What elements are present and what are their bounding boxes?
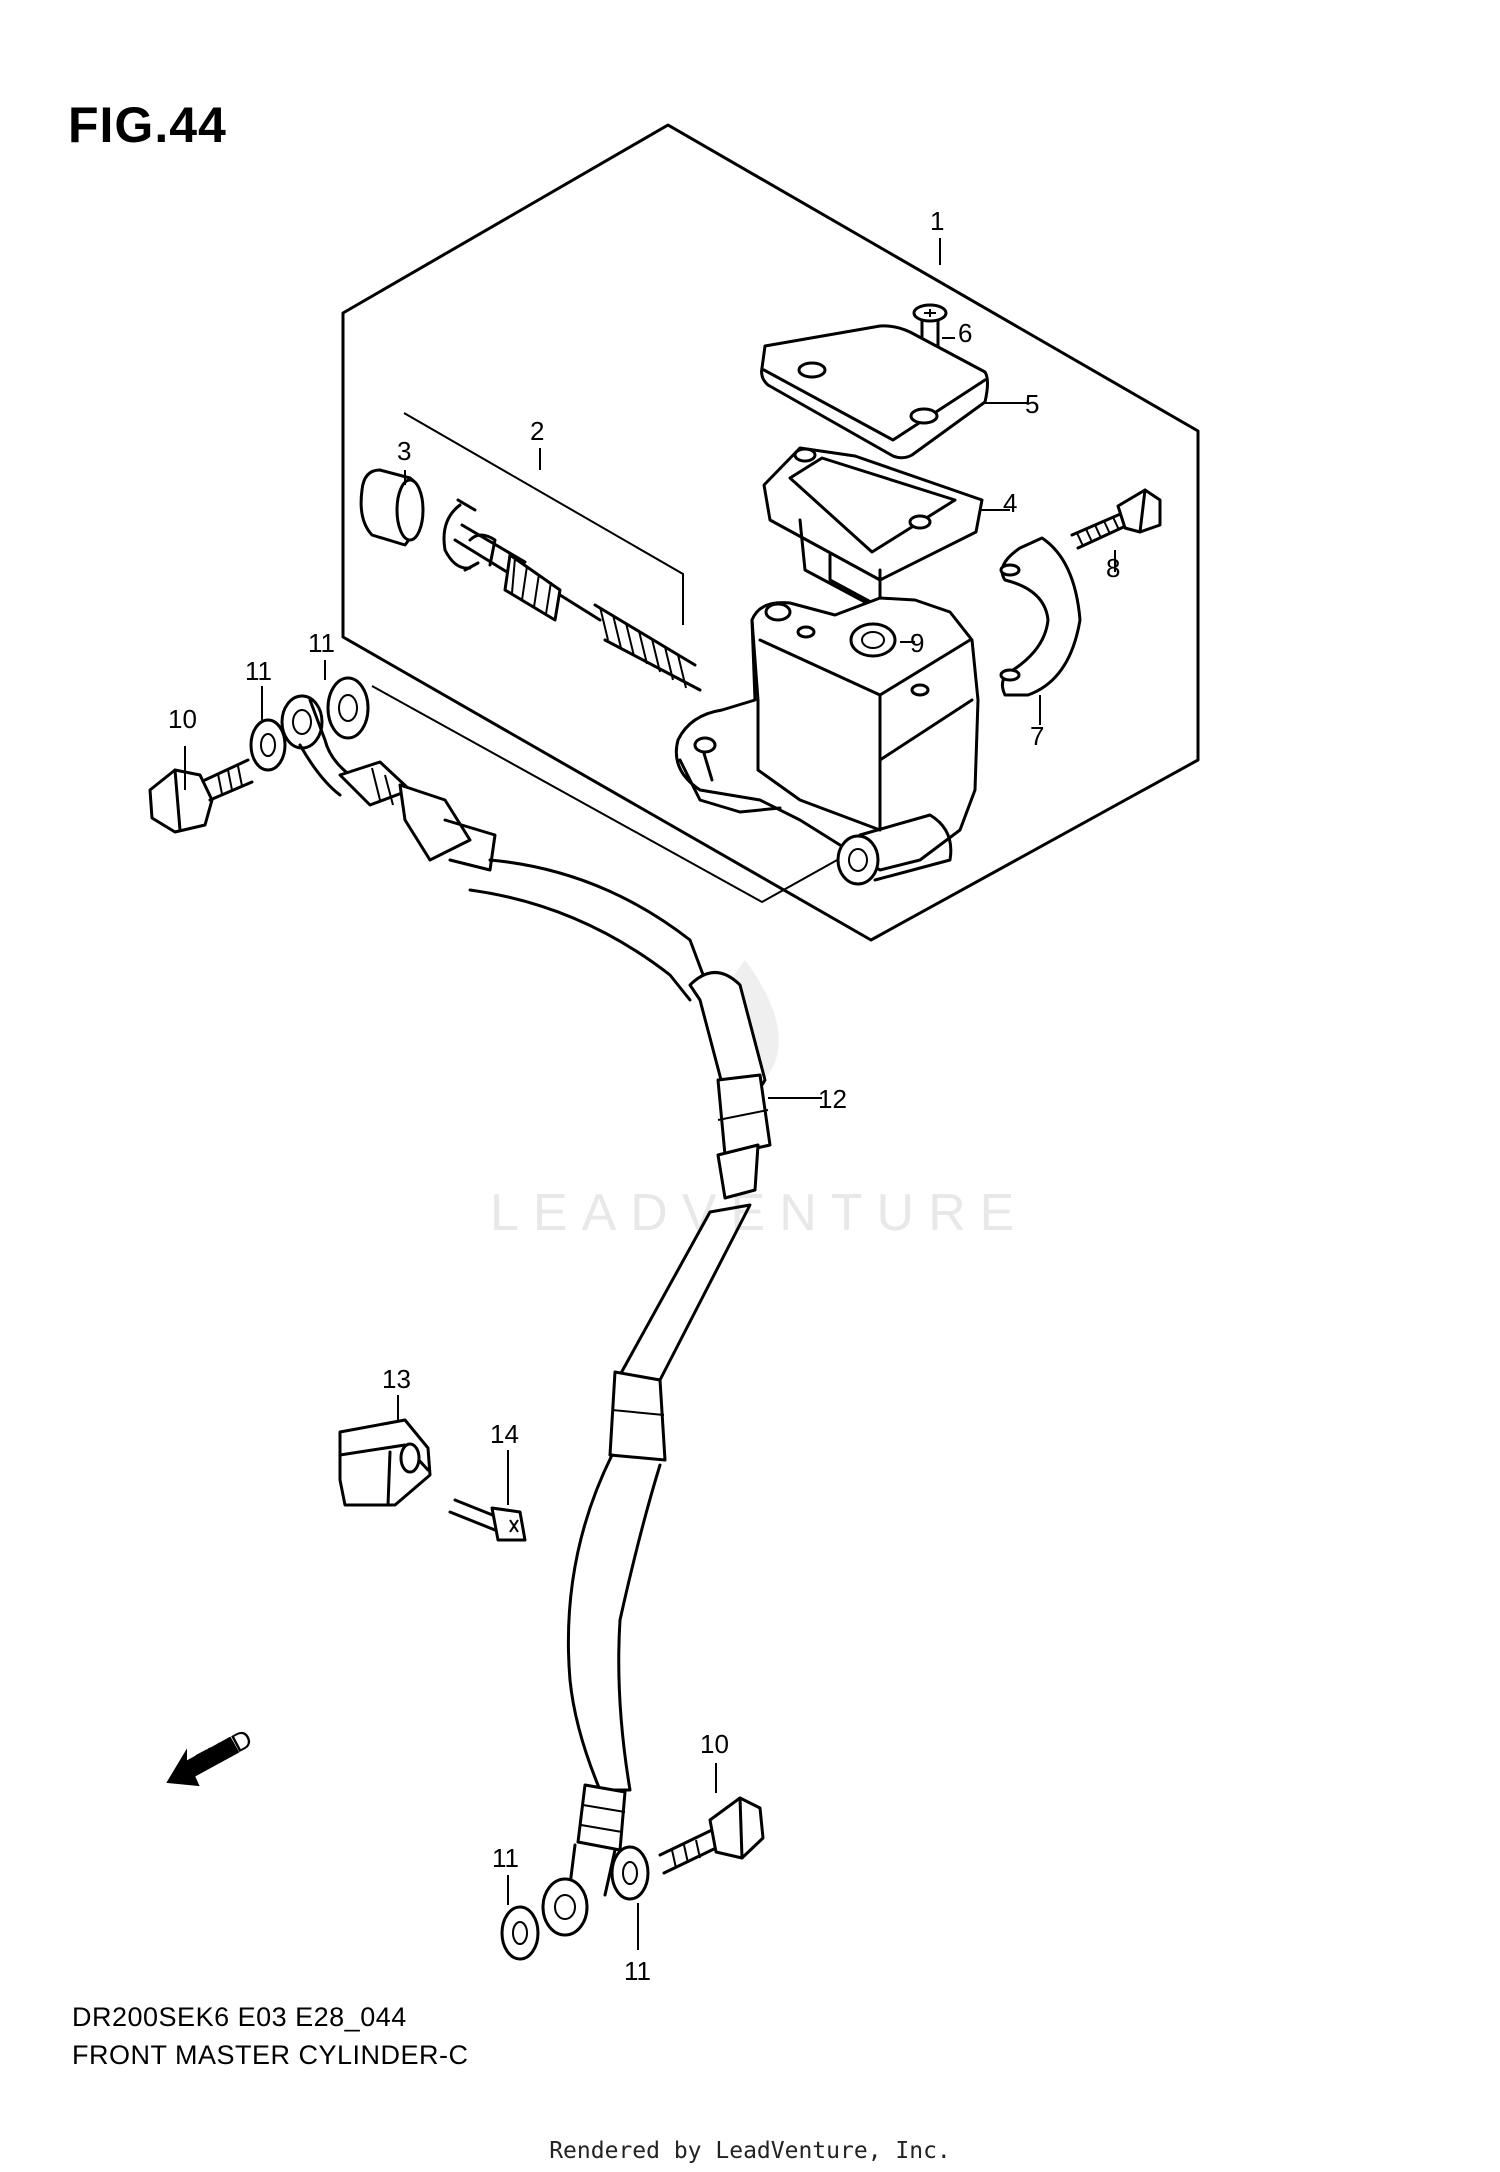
callout-8: 8	[1106, 553, 1120, 583]
part-4-diaphragm	[762, 446, 984, 612]
master-cylinder-body	[674, 596, 980, 886]
callout-14: 14	[490, 1419, 519, 1449]
callout-10-lower: 10	[700, 1729, 729, 1759]
callout-5: 5	[1025, 389, 1039, 419]
part-3-boot	[359, 468, 425, 547]
callout-7: 7	[1030, 721, 1044, 751]
part-5-reservoir-cap	[760, 324, 989, 460]
callout-12: 12	[818, 1084, 847, 1114]
callout-4: 4	[1003, 488, 1017, 518]
assembly-outline	[341, 123, 1200, 942]
lower-washer-b	[610, 1845, 650, 1901]
model-code: DR200SEK6 E03 E28_044	[72, 2002, 407, 2032]
callout-11-upper-a: 11	[245, 656, 272, 686]
lower-washer-a	[500, 1905, 540, 1961]
callout-11-upper-b: 11	[308, 628, 335, 658]
piston-kit-bracket	[403, 412, 684, 625]
figure-title: FIG.44	[68, 97, 227, 153]
part-7-clamp	[999, 536, 1082, 697]
part-14-screw	[448, 1498, 527, 1542]
callout-2: 2	[530, 416, 544, 446]
part-13-clamp	[338, 1418, 432, 1507]
upper-washer-b	[326, 676, 370, 740]
upper-banjo-bolt	[148, 758, 254, 834]
fwd-label: FWD	[191, 1723, 257, 1777]
lower-banjo-fitting	[541, 1783, 627, 1937]
callout-1: 1	[930, 206, 944, 236]
upper-banjo-fitting	[280, 694, 497, 872]
callout-11-lower-b: 11	[624, 1956, 651, 1986]
callout-10-upper: 10	[168, 704, 197, 734]
part-2-circlip	[442, 498, 480, 572]
callout-13: 13	[382, 1364, 411, 1394]
part-8-bolt	[1070, 488, 1162, 550]
lower-banjo-bolt	[658, 1796, 765, 1875]
part-2-piston-spring	[453, 523, 702, 692]
part-12-brake-hose	[468, 858, 772, 1792]
callout-11-lower-a: 11	[492, 1843, 519, 1873]
fwd-arrow-icon: FWD	[166, 1723, 257, 1787]
watermark-text: LEADVENTURE	[490, 1184, 1028, 1242]
upper-washer-a	[249, 718, 287, 772]
callout-6: 6	[958, 318, 972, 348]
callout-3: 3	[397, 436, 411, 466]
render-credit: Rendered by LeadVenture, Inc.	[549, 2138, 951, 2164]
leader-lines	[184, 238, 1116, 1950]
callout-9: 9	[910, 628, 924, 658]
hose-bracket	[371, 685, 856, 904]
assembly-name: FRONT MASTER CYLINDER-C	[72, 2040, 469, 2070]
